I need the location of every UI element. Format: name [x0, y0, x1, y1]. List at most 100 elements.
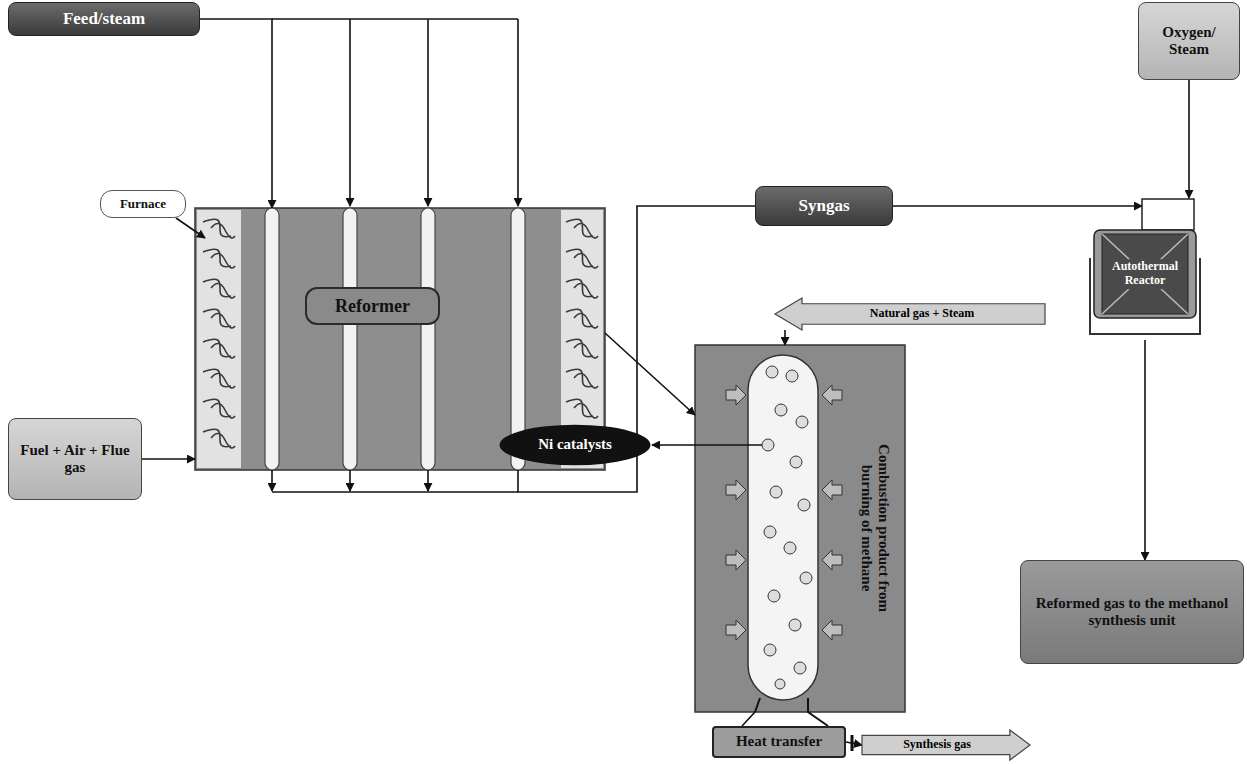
flow-line	[142, 458, 195, 460]
flow-line	[1188, 80, 1190, 198]
heat-flux-arrow	[822, 480, 842, 500]
reformer-furnace	[197, 210, 241, 468]
heat-flux-arrow	[822, 550, 842, 570]
node-label: Syngas	[798, 196, 849, 216]
furnace-flame	[566, 369, 598, 388]
reactor-shell	[1094, 230, 1196, 318]
heat-flux-arrow	[726, 385, 746, 405]
catalyst-pellet	[764, 526, 776, 538]
feed-line	[272, 19, 518, 206]
heat-flux-arrow	[822, 620, 842, 640]
node-label: Feed/steam	[63, 9, 145, 29]
catalyst-pellet	[789, 619, 801, 631]
catalyst-pellet	[790, 456, 802, 468]
feed-line	[427, 19, 429, 206]
reformer-tube-detail	[695, 345, 905, 712]
reformer-tube	[265, 208, 525, 470]
catalyst-pellet	[768, 590, 780, 602]
reactor-vessel: Autothermal Reactor	[1088, 198, 1202, 340]
heat-flux-arrow	[726, 620, 746, 640]
callout-bubble: Furnace	[100, 190, 186, 218]
furnace-flame	[203, 339, 235, 358]
catalyst-pellet	[796, 416, 808, 428]
node-label: Synthesis gas	[903, 738, 971, 752]
node-label: Oxygen/ Steam	[1145, 24, 1233, 59]
catalyst-pellet	[784, 542, 796, 554]
block-arrow-shape	[775, 298, 1045, 330]
collector-line	[349, 470, 351, 491]
catalyst-pellet	[766, 366, 778, 378]
flow-line	[1144, 340, 1146, 560]
heat-flux-arrow	[822, 385, 842, 405]
inlet-arrow: Natural gas + Steam	[775, 298, 1045, 330]
furnace-flame	[566, 249, 598, 268]
ellipse-shape	[500, 425, 651, 465]
reformer-tube-detail	[695, 345, 905, 751]
catalyst-pellet	[786, 370, 798, 382]
furnace-flame	[566, 279, 598, 298]
collector-line	[272, 470, 518, 492]
flow-line	[742, 712, 755, 726]
leader-line	[755, 698, 828, 726]
reformer-tube	[265, 208, 279, 470]
reformer-tube	[421, 208, 435, 470]
outlet-arrow: Synthesis gas	[862, 730, 1030, 760]
catalyst-pellet	[794, 662, 806, 674]
block-arrow-shape	[862, 730, 1030, 760]
flow-line	[176, 218, 205, 238]
collector-line	[271, 470, 273, 491]
catalyst-pellet	[770, 486, 782, 498]
feed-box: Fuel + Air + Flue gas	[8, 418, 142, 500]
feed-line	[272, 18, 518, 20]
node-label: Ni catalysts	[538, 436, 612, 453]
furnace-flame	[203, 429, 235, 448]
node-label: Reformer	[305, 287, 440, 325]
furnace-flame	[203, 369, 235, 388]
flow-line	[893, 205, 1142, 207]
node-label: Natural gas + Steam	[870, 307, 975, 321]
catalyst-pellet	[762, 366, 812, 689]
furnace-flame	[566, 399, 598, 418]
catalyst-pellet	[762, 439, 774, 451]
furnace-flame	[566, 219, 598, 238]
node-label: Furnace	[120, 197, 166, 212]
feed-line	[349, 19, 351, 206]
leader-line	[695, 444, 762, 446]
catalyst-pellet	[764, 644, 776, 656]
feed-box: Feed/steam	[8, 2, 200, 36]
catalyst-bed	[1102, 234, 1188, 314]
feed-line	[517, 19, 519, 206]
flow-line	[605, 333, 695, 415]
reformer-tube	[343, 208, 357, 470]
furnace-flame	[203, 219, 598, 448]
flow-line	[846, 742, 862, 745]
node-label: Fuel + Air + Flue gas	[15, 442, 135, 477]
heat-flux-arrow	[726, 385, 842, 640]
node-label: Reformed gas to the methanol synthesis u…	[1027, 595, 1237, 630]
catalyst-pellet	[798, 499, 810, 511]
tube-detail-panel: Combustion product from burning of metha…	[695, 345, 905, 712]
furnace-flame	[203, 249, 235, 268]
flow-line	[652, 444, 695, 446]
furnace-flame	[566, 309, 598, 328]
catalyst-pellet	[775, 679, 785, 689]
catalyst-bed-cross	[1102, 234, 1188, 314]
node-label: Heat transfer	[736, 733, 822, 750]
node-label: Autothermal Reactor	[1103, 259, 1187, 289]
catalyst-pellet	[800, 572, 812, 584]
stream-box: Syngas	[755, 186, 893, 226]
furnace-flame	[203, 309, 235, 328]
catalyst-ellipse: Ni catalysts	[498, 424, 652, 466]
collector-line	[427, 470, 429, 491]
node-label: Combustion product from burning of metha…	[858, 428, 893, 628]
reformer-tube-detail	[748, 355, 818, 700]
heat-flux-arrow	[726, 480, 746, 500]
reactor-nozzle	[1142, 199, 1194, 230]
flow-line	[200, 19, 272, 208]
process-box: Heat transfer	[712, 726, 846, 758]
feed-box: Oxygen/ Steam	[1138, 2, 1240, 80]
furnace-flame	[566, 339, 598, 358]
product-box: Reformed gas to the methanol synthesis u…	[1020, 560, 1244, 664]
collector-line	[272, 491, 518, 493]
